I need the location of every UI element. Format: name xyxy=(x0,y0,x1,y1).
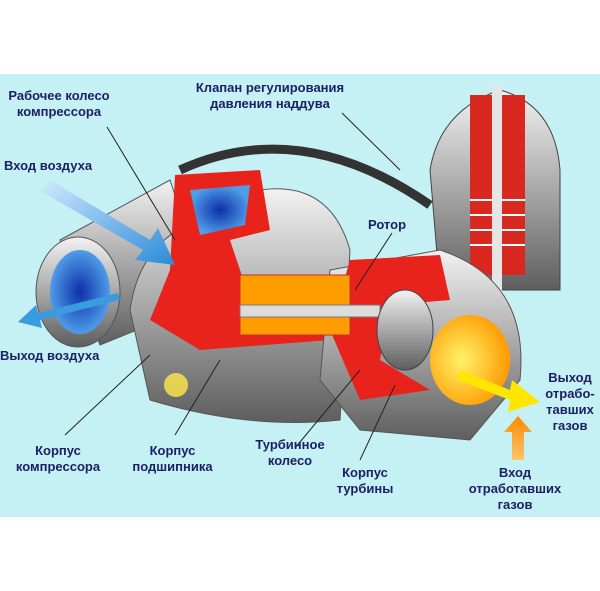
label-air-inlet: Вход воздуха xyxy=(4,158,93,173)
label-bearing-housing: Корпус подшипника xyxy=(132,443,213,474)
label-wastegate-valve: Клапан регулирования давления наддува xyxy=(195,80,345,111)
label-turbine-wheel: Турбинное колесо xyxy=(255,437,325,468)
exhaust-inlet-arrow xyxy=(504,416,532,460)
exhaust-outlet-arrow xyxy=(458,370,540,412)
air-inlet-arrow xyxy=(42,180,175,265)
label-rotor: Ротор xyxy=(367,217,407,232)
highlight-marker xyxy=(164,373,188,397)
turbine-section xyxy=(330,255,450,400)
air-outlet-arrow xyxy=(18,293,120,328)
label-compressor-housing: Корпус компрессора xyxy=(15,443,101,474)
label-compressor-wheel: Рабочее колесо компрессора xyxy=(8,88,110,119)
label-air-outlet: Выход воздуха xyxy=(0,348,100,363)
turbine-wheel xyxy=(376,289,434,371)
label-exhaust-inlet: Вход отработавших газов xyxy=(468,465,562,512)
wastegate-actuator xyxy=(429,85,561,295)
label-exhaust-outlet: Выход отрабо- тавших газов xyxy=(545,370,595,433)
boost-hose xyxy=(178,144,433,209)
label-turbine-housing: Корпус турбины xyxy=(336,465,394,496)
rotor-shaft xyxy=(239,304,381,318)
leader-lines xyxy=(64,112,401,461)
